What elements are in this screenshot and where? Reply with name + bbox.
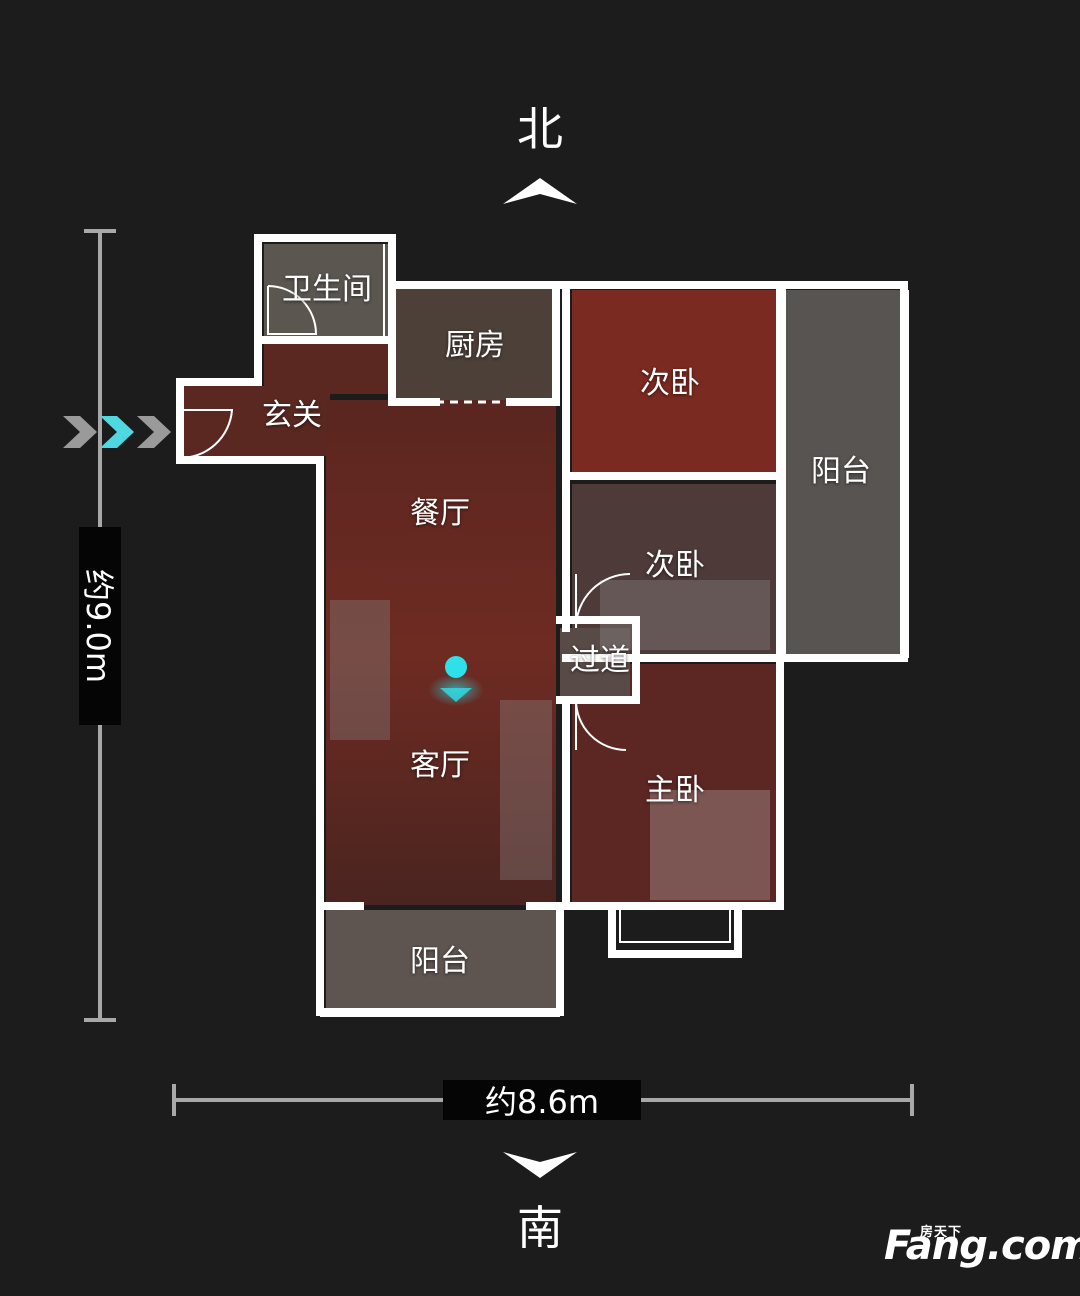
room-label-living: 客厅 [410, 748, 470, 783]
compass-north-label: 北 [517, 102, 563, 156]
room-label-bedroom2-middle: 次卧 [645, 548, 705, 583]
height-dimension-text: 约9.0m [79, 568, 118, 684]
room-label-bathroom: 卫生间 [282, 272, 372, 307]
room-label-hallway: 过道 [570, 643, 630, 678]
compass-south-label: 南 [517, 1201, 563, 1255]
room-label-bedroom2-north: 次卧 [640, 366, 700, 401]
door-swings [179, 285, 631, 751]
height-dimension-label: 约9.0m [79, 527, 121, 725]
fang-logo-text: Fang.com [884, 1223, 1080, 1269]
fang-logo-cn: 房天下 [920, 1225, 963, 1240]
width-dimension-label: 约8.6m [443, 1080, 641, 1121]
room-label-balcony-south: 阳台 [410, 944, 470, 979]
north-arrow-icon [503, 178, 577, 204]
viewpoint-marker-icon [428, 656, 484, 706]
floor-areas [180, 244, 902, 1012]
room-label-balcony-east: 阳台 [811, 454, 871, 489]
room-label-dining: 餐厅 [410, 496, 470, 531]
south-arrow-icon [503, 1152, 577, 1178]
thin-walls [320, 244, 909, 1017]
room-label-master-bedroom: 主卧 [645, 773, 705, 808]
room-label-entrance: 玄关 [262, 398, 322, 433]
entrance-arrows-icon [63, 416, 171, 448]
fang-logo: 房天下 Fang.com [884, 1226, 1080, 1266]
room-label-kitchen: 厨房 [445, 328, 505, 363]
walls [176, 234, 908, 1016]
